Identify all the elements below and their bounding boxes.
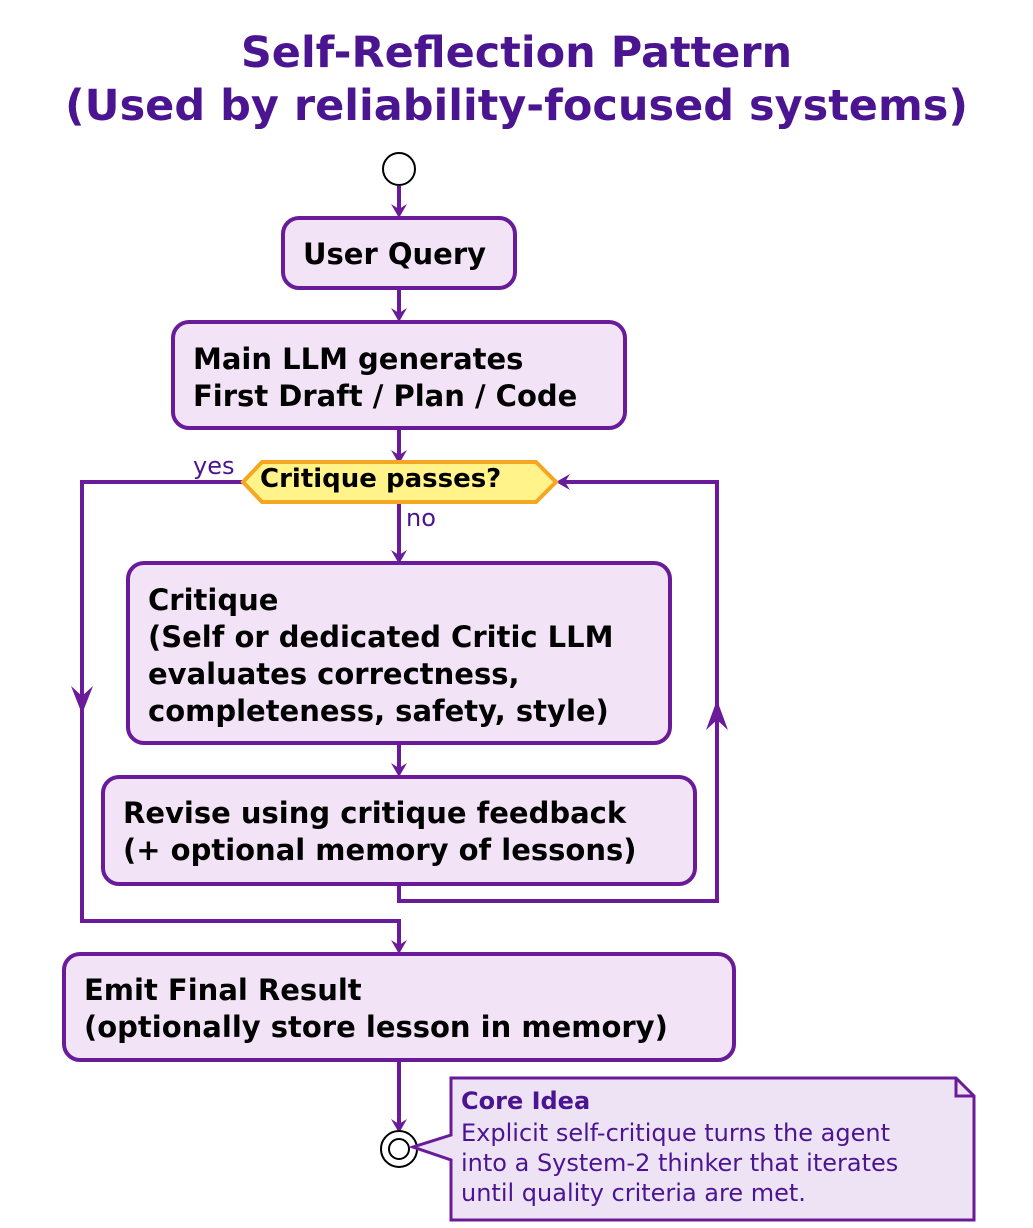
diagram-title-line1: Self-Reflection Pattern (240, 28, 793, 78)
note-shape (408, 1076, 976, 1222)
arrowhead-revise (391, 763, 407, 777)
arrowhead-loop-up (706, 700, 728, 730)
node-critique: Critique (Self or dedicated Critic LLM e… (126, 561, 672, 745)
node-emit-final: Emit Final Result (optionally store less… (62, 952, 736, 1062)
edge-label-yes: yes (193, 452, 235, 480)
node-first-draft: Main LLM generates First Draft / Plan / … (171, 320, 627, 430)
arrowheads (71, 204, 728, 1133)
arrowhead-yes-down (71, 686, 93, 714)
note-title: Core Idea (461, 1087, 591, 1115)
arrowhead-end (391, 1119, 407, 1133)
note-body: Explicit self-critique turns the agent i… (461, 1119, 899, 1207)
arrowhead-query (391, 204, 407, 218)
decision-label: Critique passes? (260, 464, 502, 494)
arrowhead-draft (391, 308, 407, 322)
edge-yes-path (80, 480, 401, 948)
start-node (382, 152, 416, 186)
node-revise: Revise using critique feedback (+ option… (101, 775, 697, 886)
edge-label-no: no (406, 504, 436, 532)
arrowhead-loop-return (556, 474, 570, 490)
node-user-query: User Query (281, 216, 517, 290)
arrowhead-decision (391, 450, 407, 464)
arrowhead-emit (391, 940, 407, 954)
end-node-inner (388, 1138, 410, 1160)
note-fold (954, 1078, 974, 1098)
edge-loop-back (397, 480, 719, 903)
diagram-title-line2: (Used by reliability-focused systems) (65, 81, 968, 131)
decision-shape (240, 460, 559, 504)
arrowhead-critique (391, 550, 407, 564)
